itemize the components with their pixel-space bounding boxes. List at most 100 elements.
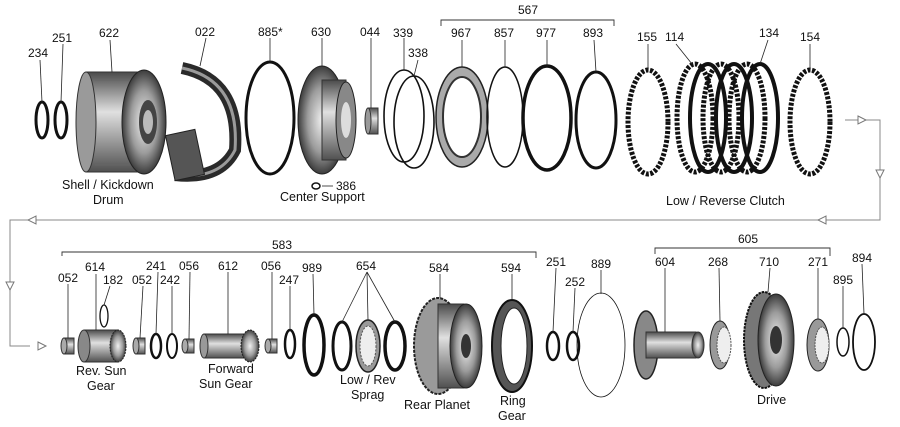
label-247: 247 (279, 273, 299, 287)
part-271-bearing (806, 318, 830, 372)
caption-rev-sun-line2: Gear (87, 379, 115, 393)
part-044-bushing (364, 107, 379, 135)
caption-ring-gear-line2: Gear (498, 409, 526, 423)
label-710: 710 (759, 255, 779, 269)
part-022-band (164, 62, 242, 182)
label-338: 338 (408, 46, 428, 60)
part-114-134-clutch-pack (674, 61, 780, 175)
label-386: 386 (336, 179, 356, 193)
part-386-oring (311, 182, 321, 190)
caption-shell-line2: Drum (93, 193, 124, 207)
part-967-piston (435, 66, 489, 168)
part-594-ring-gear (491, 299, 533, 393)
part-338-seal-ring (393, 75, 435, 169)
label-154: 154 (800, 30, 820, 44)
label-182: 182 (103, 273, 123, 287)
label-052-b: 052 (132, 273, 152, 287)
part-242-thrust-washer (166, 333, 178, 359)
label-889: 889 (591, 257, 611, 271)
label-614: 614 (85, 260, 105, 274)
part-234-ring (34, 100, 50, 140)
part-630-center-support (297, 65, 357, 175)
part-247-washer (283, 328, 297, 360)
label-895: 895 (833, 273, 853, 287)
label-241: 241 (146, 259, 166, 273)
part-154-reaction-plate (787, 67, 833, 177)
part-622-shell-drum (75, 69, 167, 175)
caption-rev-sun-line1: Rev. Sun (76, 364, 127, 378)
part-895-seal (836, 327, 850, 357)
label-056: 056 (179, 259, 199, 273)
part-584-rear-planet (413, 297, 483, 395)
part-251-ring (53, 100, 69, 140)
label-271: 271 (808, 255, 828, 269)
caption-ring-gear-line1: Ring (500, 394, 526, 408)
label-134: 134 (759, 26, 779, 40)
part-155-pressure-plate (625, 67, 671, 177)
label-044: 044 (360, 25, 380, 39)
part-710-drive-gear (743, 291, 795, 389)
label-857: 857 (494, 26, 514, 40)
part-604-drive-hub (633, 310, 705, 380)
part-052-bushing (60, 337, 75, 355)
part-056-bushing (181, 338, 195, 354)
part-894-seal-ring (852, 313, 876, 371)
bottom-captions: Rev. Sun Gear Forward Sun Gear Low / Rev… (76, 362, 786, 423)
label-977: 977 (536, 26, 556, 40)
part-052-bushing-2 (132, 337, 146, 355)
label-251-b: 251 (546, 255, 566, 269)
label-583: 583 (272, 238, 292, 252)
bottom-part-numbers: 583 052 614 182 052 241 242 056 612 056 … (58, 232, 872, 289)
top-leader-lines (39, 19, 811, 187)
label-339: 339 (393, 26, 413, 40)
label-268: 268 (708, 255, 728, 269)
caption-center-support: Center Support (280, 190, 365, 204)
caption-sprag-line1: Low / Rev (340, 373, 396, 387)
label-252: 252 (565, 275, 585, 289)
part-857-seal (486, 66, 524, 168)
label-612: 612 (218, 259, 238, 273)
top-part-numbers: 234 251 622 022 885* 630 044 339 338 567… (28, 3, 820, 193)
label-155: 155 (637, 30, 657, 44)
top-row-parts (34, 60, 833, 190)
label-893: 893 (583, 26, 603, 40)
part-889-snap-ring (576, 292, 626, 398)
part-885-snap-ring (244, 60, 296, 176)
label-594: 594 (501, 261, 521, 275)
bottom-row-parts (60, 291, 876, 398)
label-242: 242 (160, 273, 180, 287)
label-234: 234 (28, 46, 48, 60)
label-894: 894 (852, 251, 872, 265)
caption-low-reverse-clutch: Low / Reverse Clutch (666, 194, 785, 208)
label-056-b: 056 (261, 259, 281, 273)
label-567: 567 (518, 3, 538, 17)
caption-drive: Drive (757, 393, 786, 407)
label-630: 630 (311, 25, 331, 39)
part-339-seal-ring (383, 69, 425, 163)
part-268-bearing (709, 320, 732, 370)
part-614-rev-sun-gear (77, 329, 127, 363)
caption-sprag-line2: Sprag (351, 388, 384, 402)
part-241-thrust-washer (149, 332, 163, 360)
part-893-snap-ring (574, 70, 618, 170)
label-584: 584 (429, 261, 449, 275)
part-182-oring (99, 304, 109, 328)
label-622: 622 (99, 26, 119, 40)
label-052: 052 (58, 271, 78, 285)
label-605: 605 (738, 232, 758, 246)
label-967: 967 (451, 26, 471, 40)
part-251-washer (545, 330, 561, 362)
part-989-snap-ring (302, 313, 326, 377)
caption-forward-sun-line2: Sun Gear (199, 377, 253, 391)
label-654: 654 (356, 259, 376, 273)
part-056-bushing-2 (264, 338, 278, 354)
label-114: 114 (665, 30, 684, 44)
flow-connector (5, 115, 885, 351)
label-604: 604 (655, 255, 675, 269)
label-251: 251 (52, 31, 72, 45)
part-612-forward-sun-gear (199, 329, 260, 363)
label-885: 885* (258, 25, 283, 39)
caption-shell-line1: Shell / Kickdown (62, 178, 154, 192)
caption-forward-sun-line1: Forward (208, 362, 254, 376)
